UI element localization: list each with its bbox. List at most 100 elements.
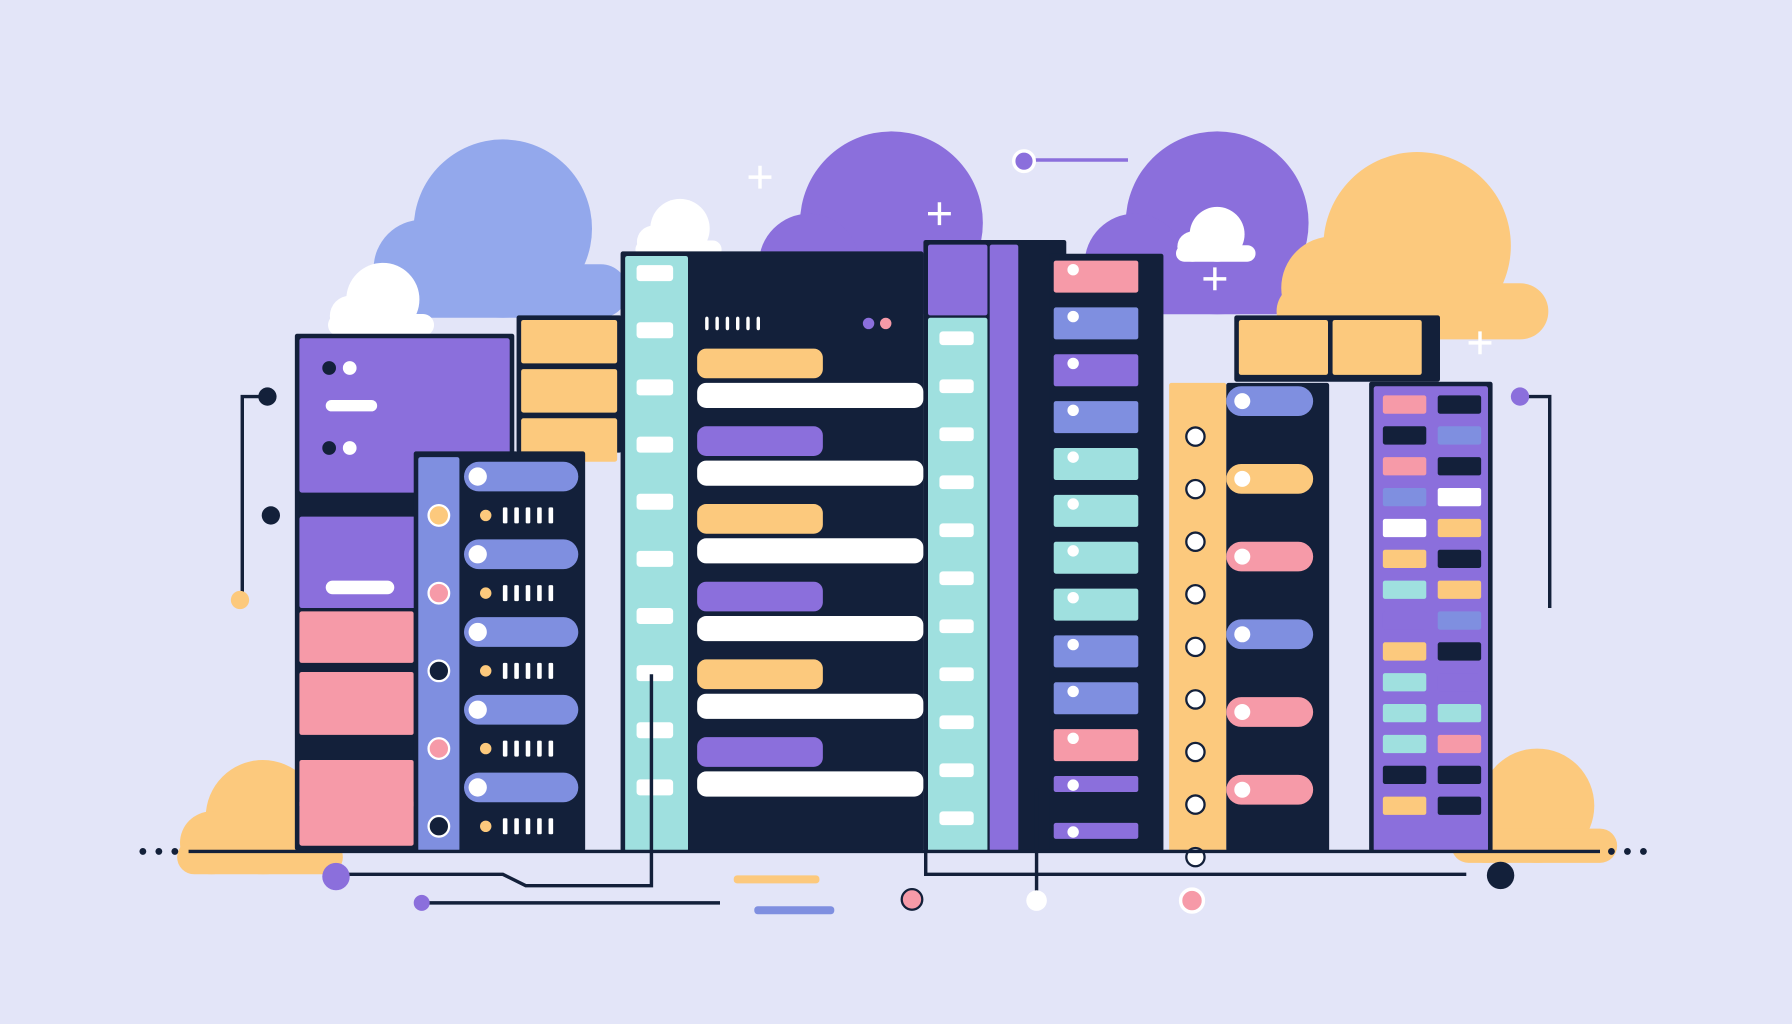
grid-cell	[1382, 426, 1427, 445]
label-bar	[636, 550, 674, 567]
vent-slot	[548, 818, 554, 835]
port-icon	[1185, 689, 1206, 710]
grid-cell	[1382, 642, 1427, 661]
label-bar	[636, 379, 674, 396]
grid-cell	[1437, 796, 1482, 815]
drive-bay	[697, 538, 924, 564]
label-bar	[939, 331, 974, 346]
grid-cell	[1437, 518, 1482, 538]
led-icon	[1234, 393, 1251, 410]
led-icon	[468, 545, 487, 564]
drive-bay	[1053, 260, 1139, 293]
led-icon	[1067, 732, 1079, 744]
led-icon	[1234, 704, 1251, 720]
grid-cell	[1437, 488, 1482, 507]
sparkle-icon	[748, 165, 772, 189]
drive-bay	[299, 760, 414, 808]
rack-panel	[989, 244, 1019, 852]
drive-tab	[697, 659, 823, 690]
drive-bay	[1053, 307, 1139, 340]
port-icon	[1185, 741, 1206, 763]
led-icon	[1234, 548, 1251, 565]
drive-bay	[1238, 320, 1328, 375]
drive-bay	[521, 418, 618, 462]
dot-icon	[171, 848, 179, 855]
node-icon	[258, 387, 277, 406]
sparkle-icon	[928, 202, 951, 226]
vent-slot	[514, 740, 519, 757]
grid-cell	[1382, 549, 1427, 568]
drive-bay	[697, 616, 924, 642]
drive-bay	[521, 320, 618, 364]
node-icon	[1486, 861, 1515, 890]
dot-icon	[1640, 848, 1647, 855]
cable	[342, 674, 654, 888]
cloud-base	[1451, 828, 1618, 863]
grid-cell	[1382, 580, 1427, 599]
indicator-icon	[427, 814, 451, 838]
drive-bay	[697, 460, 924, 486]
drive-bay	[1053, 494, 1139, 527]
led-icon	[1067, 498, 1079, 510]
indicator-icon	[427, 737, 451, 760]
grid-cell	[1382, 395, 1427, 414]
label-bar	[939, 811, 974, 826]
drive-bay	[1226, 386, 1314, 416]
vent-slot	[537, 507, 542, 524]
vent-slot	[514, 585, 519, 602]
drive-bay	[464, 694, 579, 725]
vent-slot	[715, 316, 719, 331]
vent-slot	[537, 662, 542, 679]
drive-bay	[464, 461, 579, 492]
led-icon	[322, 441, 336, 455]
drive-bay	[299, 611, 414, 663]
vent-slot	[548, 740, 554, 757]
label-bar	[939, 571, 974, 586]
grid-cell	[1382, 611, 1427, 630]
small-white-cloud	[328, 262, 435, 336]
vent-slot	[502, 662, 508, 679]
grid-cell	[1382, 734, 1427, 754]
indicator-icon	[427, 659, 451, 683]
node-icon	[1178, 887, 1206, 914]
drive-bay	[1226, 697, 1314, 727]
led-icon	[468, 467, 487, 486]
vent-slot	[514, 507, 519, 524]
port-icon	[1185, 794, 1206, 815]
grid-cell	[1382, 765, 1427, 784]
led-icon	[1067, 264, 1079, 276]
led-icon	[480, 820, 492, 832]
node-icon	[261, 506, 280, 525]
vent-slot	[514, 818, 519, 835]
label-bar	[636, 265, 674, 282]
vent-slot	[525, 818, 531, 835]
drive-bay	[464, 772, 579, 803]
cloud-base	[369, 264, 628, 318]
label-bar	[636, 322, 674, 339]
vent-slot	[537, 585, 542, 602]
drive-bay	[697, 693, 924, 719]
grid-cell	[1437, 395, 1482, 414]
grid-cell	[1382, 518, 1427, 538]
label-bar	[325, 400, 378, 412]
vent-slot	[756, 316, 760, 331]
cables	[139, 149, 1647, 915]
node-icon	[1012, 149, 1036, 174]
label-bar	[636, 779, 674, 796]
drive-bay	[1226, 464, 1314, 494]
label-bar	[939, 379, 974, 394]
vent-slot	[502, 507, 508, 524]
label-bar	[636, 436, 674, 453]
node-icon	[1510, 387, 1530, 406]
vent-slot	[502, 740, 508, 757]
cloud-base	[328, 314, 435, 336]
label-bar	[636, 608, 674, 624]
grid-cell	[1437, 642, 1482, 661]
vent-slot	[725, 316, 730, 331]
indicator-icon	[427, 504, 451, 527]
label-bar	[939, 763, 974, 778]
vent-slot	[514, 662, 519, 679]
drive-tab	[697, 581, 823, 612]
dot-icon	[1608, 848, 1615, 855]
